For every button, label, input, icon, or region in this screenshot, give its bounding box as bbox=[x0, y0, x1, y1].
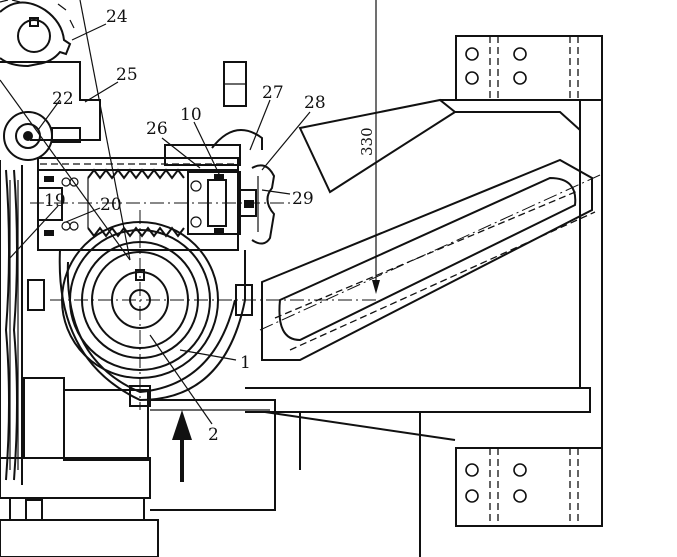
callout-26: 26 bbox=[146, 119, 168, 139]
worm-housing bbox=[30, 144, 290, 251]
callout-27: 27 bbox=[262, 83, 284, 103]
callout-19: 19 bbox=[44, 191, 66, 211]
dimension-330: 330 bbox=[358, 0, 380, 294]
direction-arrow bbox=[172, 410, 192, 482]
leader-lines bbox=[0, 0, 311, 425]
worm-wheel bbox=[27, 210, 380, 410]
frame bbox=[259, 35, 603, 527]
base bbox=[0, 377, 591, 557]
v-belts bbox=[0, 160, 23, 485]
dimension-330-label: 330 bbox=[358, 127, 376, 156]
callout-29: 29 bbox=[292, 189, 314, 209]
callout-2: 2 bbox=[208, 425, 219, 445]
callout-1: 1 bbox=[240, 353, 251, 373]
callouts: 24 25 22 10 27 28 26 29 19 20 1 2 bbox=[44, 7, 326, 445]
callout-20: 20 bbox=[100, 195, 122, 215]
callout-22: 22 bbox=[52, 89, 74, 109]
sprocket-24 bbox=[0, 0, 75, 68]
callout-25: 25 bbox=[116, 65, 138, 85]
callout-10: 10 bbox=[180, 105, 202, 125]
callout-24: 24 bbox=[106, 7, 128, 27]
idler-22 bbox=[0, 61, 101, 161]
callout-28: 28 bbox=[304, 93, 326, 113]
